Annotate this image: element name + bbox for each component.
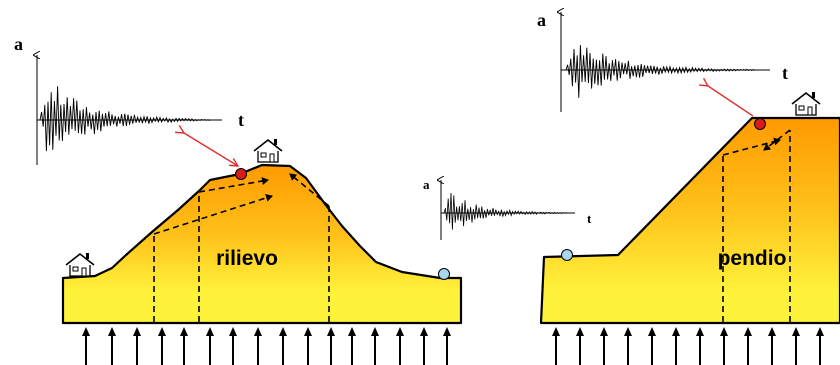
- blue-measure-point-slope: [561, 249, 573, 261]
- seismogram-middle: a t: [423, 177, 592, 240]
- blue-measure-point-hill: [438, 268, 450, 280]
- up-arrow-icon: [671, 326, 681, 365]
- up-arrow-icon: [791, 326, 801, 365]
- up-arrow-icon: [347, 326, 357, 365]
- slope-landform: pendio: [539, 91, 840, 325]
- axis-x-label: t: [238, 110, 244, 130]
- seismogram-trace: [443, 192, 569, 230]
- slope-pointer-arrow: [708, 86, 754, 117]
- seismogram-trace: [565, 44, 756, 98]
- up-arrow-icon: [767, 326, 777, 365]
- red-measure-point-slope: [754, 118, 766, 130]
- bedrock-input-arrows: [81, 326, 825, 365]
- hill-ground-body: [61, 163, 463, 325]
- up-arrow-icon: [205, 326, 215, 365]
- up-arrow-icon: [107, 326, 117, 365]
- house-icon: [253, 138, 283, 163]
- up-arrow-icon: [228, 326, 238, 365]
- up-arrow-icon: [326, 326, 336, 365]
- up-arrow-icon: [395, 326, 405, 365]
- up-arrow-icon: [575, 326, 585, 365]
- up-arrow-icon: [623, 326, 633, 365]
- axis-y-label: a: [14, 34, 23, 54]
- up-arrow-icon: [278, 326, 288, 365]
- up-arrow-icon: [695, 326, 705, 365]
- up-arrow-icon: [551, 326, 561, 365]
- up-arrow-icon: [132, 326, 142, 365]
- axis-y-label: a: [423, 177, 430, 192]
- up-arrow-icon: [719, 326, 729, 365]
- seismogram-trace: [39, 86, 210, 152]
- up-arrow-icon: [370, 326, 380, 365]
- axis-x-label: t: [782, 63, 788, 83]
- house-icon: [791, 91, 821, 116]
- up-arrow-icon: [647, 326, 657, 365]
- up-arrow-icon: [81, 326, 91, 365]
- up-arrow-icon: [743, 326, 753, 365]
- house-icon: [65, 252, 95, 277]
- up-arrow-icon: [303, 326, 313, 365]
- slope-wave-paths: [722, 129, 791, 322]
- slope-ground-body: [539, 116, 840, 325]
- axis-y-label: a: [537, 10, 546, 30]
- up-arrow-icon: [419, 326, 429, 365]
- hill-pointer-arrow: [184, 133, 238, 166]
- hill-wave-paths: [153, 173, 330, 322]
- slope-label: pendio: [718, 247, 787, 270]
- up-arrow-icon: [442, 326, 452, 365]
- seismogram-left: a t: [14, 34, 244, 165]
- up-arrow-icon: [815, 326, 825, 365]
- red-measure-point-hill: [235, 168, 247, 180]
- up-arrow-icon: [599, 326, 609, 365]
- up-arrow-icon: [179, 326, 189, 365]
- hill-landform: rilievo: [61, 138, 463, 325]
- axis-x-label: t: [587, 211, 592, 226]
- up-arrow-icon: [253, 326, 263, 365]
- seismogram-right: a t: [537, 10, 788, 112]
- hill-label: rilievo: [216, 247, 278, 270]
- up-arrow-icon: [157, 326, 167, 365]
